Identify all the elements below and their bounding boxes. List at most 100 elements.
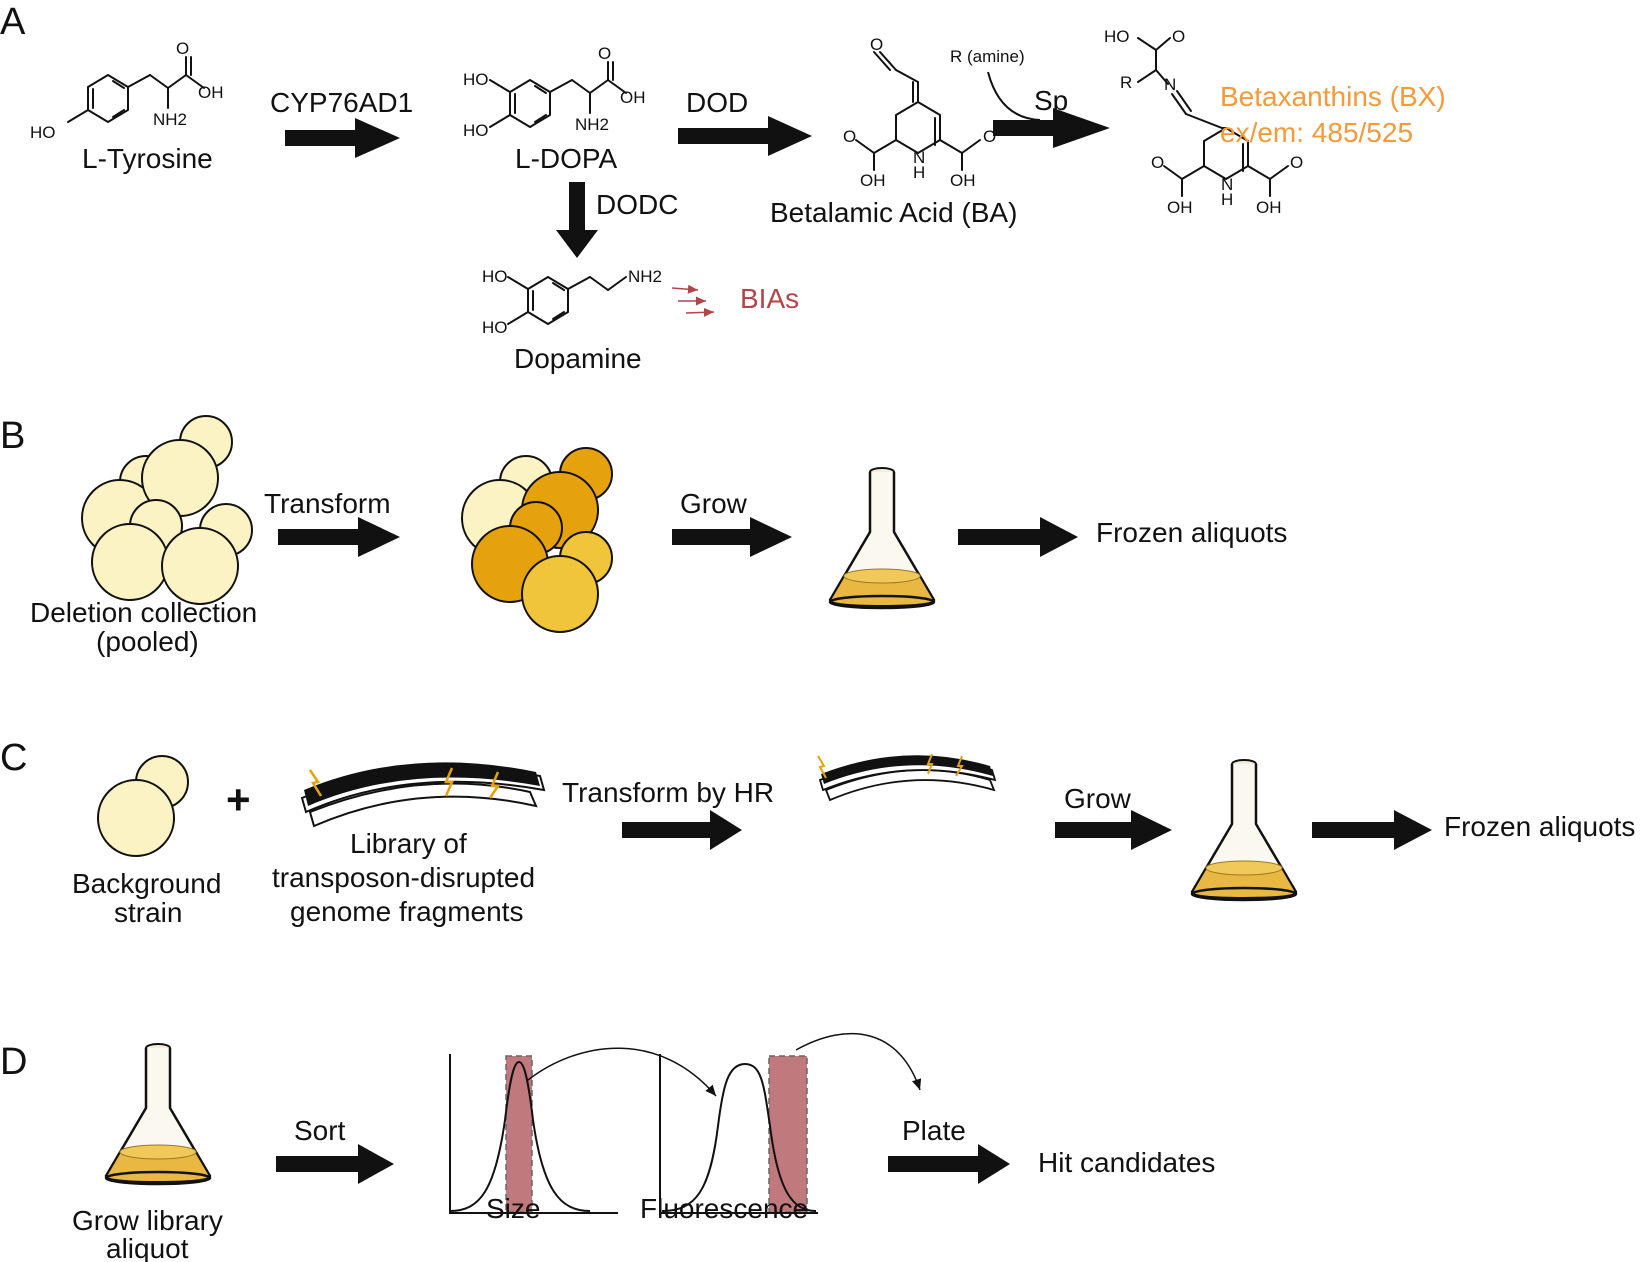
ldopa-ho-top: HO bbox=[463, 70, 489, 89]
ldopa-oh: OH bbox=[620, 88, 646, 107]
bx-oh-right: OH bbox=[1256, 198, 1282, 217]
fluorescence-gate bbox=[768, 1055, 808, 1213]
background-label: Background bbox=[72, 868, 221, 899]
grow-library-label: Grow library bbox=[72, 1205, 223, 1236]
arrow-ldopa-to-dopamine bbox=[556, 182, 598, 258]
size-label: Size bbox=[486, 1193, 540, 1224]
bia-arrows bbox=[671, 284, 715, 317]
bx-oh-left: OH bbox=[1167, 198, 1193, 217]
c-flask bbox=[1190, 758, 1298, 902]
fluorescence-label: Fluorescence bbox=[640, 1193, 808, 1224]
deletion-pooled-label: (pooled) bbox=[96, 626, 199, 657]
ba-oh-right: OH bbox=[950, 171, 976, 190]
d-sort-label: Sort bbox=[294, 1115, 346, 1146]
b-arrow-frozen bbox=[958, 517, 1078, 557]
tyrosine-ho: HO bbox=[30, 123, 56, 142]
ba-aldehyde-o: O bbox=[870, 35, 883, 54]
b-grow-label: Grow bbox=[680, 488, 748, 519]
bx-o-left: O bbox=[1151, 153, 1164, 172]
aliquot-label: aliquot bbox=[106, 1233, 189, 1262]
c-grow-label: Grow bbox=[1064, 783, 1132, 814]
d-flask bbox=[104, 1042, 212, 1186]
library-line2: transposon-disrupted bbox=[272, 862, 535, 893]
d-arrow-sort bbox=[276, 1144, 394, 1184]
panel-c-label: C bbox=[0, 737, 27, 779]
bx-o-right: O bbox=[1290, 153, 1303, 172]
bx-ho: HO bbox=[1104, 27, 1130, 46]
deletion-collection-label: Deletion collection bbox=[30, 597, 257, 628]
sp-label: Sp bbox=[1034, 85, 1068, 116]
amine-label: R (amine) bbox=[950, 47, 1025, 66]
ldopa-ho-bottom: HO bbox=[463, 121, 489, 140]
betaxanthin-structure bbox=[1137, 37, 1289, 197]
ba-name: Betalamic Acid (BA) bbox=[770, 197, 1017, 228]
ba-n: N bbox=[913, 148, 925, 167]
size-histogram bbox=[449, 1054, 618, 1214]
fluorescence-axes bbox=[659, 1054, 818, 1214]
ba-h: H bbox=[913, 163, 925, 182]
l-dopa-structure bbox=[489, 61, 627, 128]
ba-o-left: O bbox=[843, 127, 856, 146]
d-plate-label: Plate bbox=[902, 1115, 966, 1146]
gate-transfer-arrow bbox=[527, 1047, 717, 1097]
size-axes bbox=[449, 1054, 618, 1214]
enzyme-dod: DOD bbox=[686, 87, 748, 118]
bx-exem: ex/em: 485/525 bbox=[1220, 117, 1413, 148]
panel-b-label: B bbox=[0, 415, 25, 457]
bx-r: R bbox=[1120, 73, 1132, 92]
c-arrow-frozen bbox=[1312, 810, 1432, 850]
dopamine-ho-bottom: HO bbox=[482, 318, 508, 337]
bx-name: Betaxanthins (BX) bbox=[1220, 81, 1446, 112]
c-arrow-transform bbox=[622, 810, 742, 850]
dopamine-name: Dopamine bbox=[514, 343, 642, 374]
c-arrow-grow bbox=[1055, 810, 1172, 850]
l-tyrosine-structure bbox=[67, 56, 205, 123]
background-strain-yeast bbox=[97, 755, 189, 857]
enzyme-cyp76ad1: CYP76AD1 bbox=[270, 87, 413, 118]
yeast-pool-light bbox=[81, 415, 253, 605]
arrow-tyrosine-to-ldopa bbox=[285, 118, 400, 158]
panel-d-label: D bbox=[0, 1041, 27, 1083]
enzyme-dodc: DODC bbox=[596, 189, 678, 220]
hit-candidates-label: Hit candidates bbox=[1038, 1147, 1215, 1178]
yeast-pool-transformed bbox=[461, 447, 613, 633]
tyrosine-name: L-Tyrosine bbox=[82, 143, 213, 174]
ba-oh-left: OH bbox=[860, 171, 886, 190]
b-frozen-label: Frozen aliquots bbox=[1096, 517, 1287, 548]
c-frozen-label: Frozen aliquots bbox=[1444, 811, 1635, 842]
ba-o-right: O bbox=[983, 127, 996, 146]
b-transform-label: Transform bbox=[264, 488, 391, 519]
amine-curve bbox=[987, 71, 1041, 121]
bias-label: BIAs bbox=[740, 283, 799, 314]
panel-a-label: A bbox=[0, 1, 26, 43]
ldopa-name: L-DOPA bbox=[515, 143, 617, 174]
arrow-ldopa-to-ba bbox=[678, 116, 812, 156]
bx-h: H bbox=[1221, 190, 1233, 209]
genome-fragment-library bbox=[300, 762, 546, 828]
library-line1: Library of bbox=[350, 828, 467, 859]
b-flask bbox=[828, 466, 936, 610]
ldopa-o: O bbox=[598, 44, 611, 63]
strain-label: strain bbox=[114, 897, 182, 928]
size-distribution-curve bbox=[449, 1060, 591, 1212]
bx-n: N bbox=[1164, 75, 1176, 94]
tyrosine-o: O bbox=[176, 39, 189, 58]
dopamine-nh2: NH2 bbox=[628, 267, 662, 286]
b-arrow-transform bbox=[278, 517, 400, 557]
betalamic-acid-structure bbox=[855, 51, 981, 171]
fluorescence-histogram bbox=[659, 1054, 818, 1214]
b-arrow-grow bbox=[672, 517, 792, 557]
plus-sign: + bbox=[226, 776, 251, 823]
library-line3: genome fragments bbox=[290, 896, 523, 927]
plate-transfer-arrow bbox=[795, 1032, 922, 1091]
genome-fragment-transformed bbox=[817, 753, 997, 802]
arrow-ba-to-bx bbox=[993, 108, 1110, 148]
dopamine-ho-top: HO bbox=[482, 267, 508, 286]
d-arrow-plate bbox=[888, 1144, 1010, 1184]
dopamine-structure bbox=[507, 276, 627, 325]
bx-ring-n: N bbox=[1221, 175, 1233, 194]
tyrosine-oh: OH bbox=[198, 83, 224, 102]
tyrosine-nh2: NH2 bbox=[153, 110, 187, 129]
